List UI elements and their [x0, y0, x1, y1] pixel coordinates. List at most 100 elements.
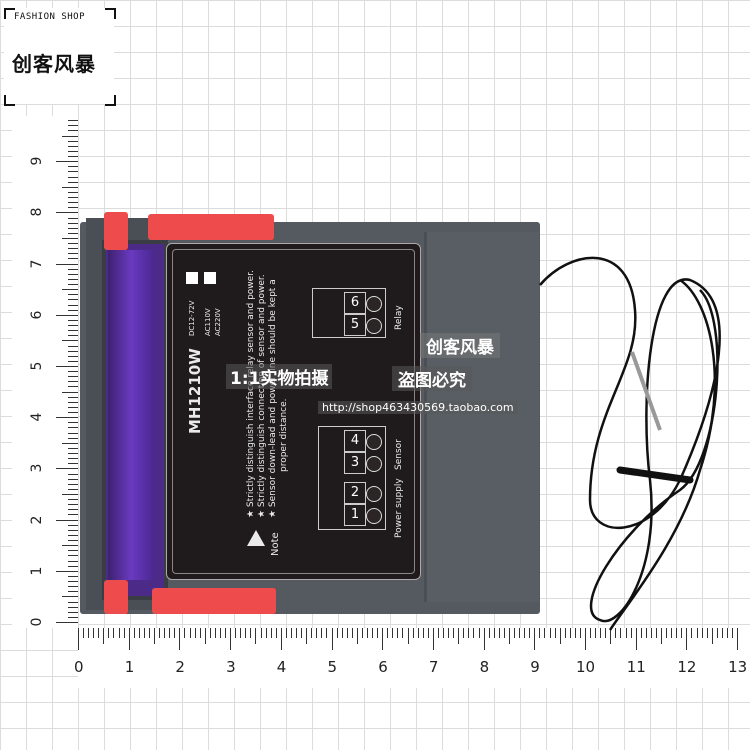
ruler-tick: [655, 628, 657, 638]
ruler-tick: [250, 628, 252, 638]
terminal-5: 5: [344, 314, 366, 336]
ruler-tick: [68, 499, 78, 501]
ruler-tick: [62, 596, 78, 598]
ruler-tick: [194, 628, 196, 638]
clip-top-left: [104, 212, 128, 250]
ruler-tick: [68, 453, 78, 455]
ruler-tick: [68, 483, 78, 485]
ruler-tick: [68, 140, 78, 142]
ruler-tick: [68, 345, 78, 347]
ruler-tick: [68, 427, 78, 429]
ruler-tick: [133, 628, 135, 638]
ruler-tick: [615, 628, 617, 638]
note-line-3: ★ Sensor down-lead and power line should…: [268, 279, 278, 518]
ruler-tick: [483, 628, 485, 650]
ruler-tick: [686, 628, 688, 650]
ruler-tick: [68, 253, 78, 255]
ruler-tick: [62, 442, 78, 444]
ruler-tick: [123, 628, 125, 638]
ruler-label: 6: [29, 310, 45, 320]
ruler-tick: [437, 628, 439, 638]
ruler-tick: [564, 628, 566, 638]
note-line-1: ★ Strictly distinguish interface relay s…: [246, 270, 256, 518]
logo-corner-br: [105, 95, 116, 106]
screw-1: [366, 508, 382, 524]
ruler-tick: [493, 628, 495, 638]
ruler-tick: [402, 628, 404, 638]
ruler-tick: [68, 458, 78, 460]
ruler-tick: [103, 628, 105, 644]
ruler-tick: [448, 628, 450, 638]
ruler-tick: [56, 468, 78, 470]
ruler-tick: [68, 248, 78, 250]
relay-label: Relay: [394, 305, 404, 330]
ruler-tick: [88, 628, 90, 638]
ruler-tick: [68, 560, 78, 562]
ruler-tick: [68, 488, 78, 490]
ruler-tick: [296, 628, 297, 638]
ruler-tick: [148, 628, 150, 638]
ruler-tick: [620, 628, 622, 638]
ruler-tick: [209, 628, 211, 638]
sensor-power-terminal-block: [318, 426, 386, 530]
ruler-tick: [387, 628, 389, 638]
ruler-tick: [351, 628, 353, 638]
ruler-tick: [341, 628, 343, 638]
ruler-tick: [68, 202, 78, 204]
ruler-tick: [630, 628, 632, 638]
logo-brand-text: 创客风暴: [12, 52, 96, 76]
clip-bottom-left: [104, 580, 128, 614]
ruler-tick: [524, 628, 526, 638]
ruler-tick: [422, 628, 424, 638]
ruler-tick: [68, 278, 78, 280]
ruler-tick: [235, 628, 237, 638]
ruler-tick: [143, 628, 145, 638]
ruler-label: 4: [276, 658, 287, 676]
ruler-tick: [443, 628, 445, 638]
ruler-tick: [559, 628, 561, 644]
ruler-tick: [372, 628, 374, 638]
terminal-3: 3: [344, 452, 366, 474]
model-number: MH1210W: [186, 348, 204, 434]
ruler-tick: [68, 150, 78, 152]
ruler-tick: [68, 437, 78, 439]
ruler-tick: [595, 628, 597, 638]
ruler-tick: [68, 406, 78, 408]
ruler-tick: [138, 628, 140, 638]
ruler-label: 5: [29, 361, 45, 371]
ruler-tick: [68, 371, 78, 373]
ruler-tick: [68, 130, 78, 132]
ruler-tick: [62, 135, 78, 137]
power-ac220: AC220V: [214, 308, 222, 336]
ruler-tick: [539, 628, 541, 638]
ruler-tick: [514, 628, 516, 638]
ruler-tick: [721, 628, 723, 638]
ruler-tick: [676, 628, 678, 638]
ruler-tick: [544, 628, 546, 638]
ruler-tick: [62, 545, 78, 547]
ruler-tick: [68, 396, 78, 398]
ruler-tick: [62, 391, 78, 393]
ruler-tick: [174, 628, 176, 638]
ruler-tick: [661, 628, 663, 644]
ruler-tick: [716, 628, 718, 638]
ruler-tick: [68, 504, 78, 506]
ruler-tick: [68, 586, 78, 588]
ruler-tick: [549, 628, 551, 638]
ruler-tick: [432, 628, 434, 650]
sensor-label: Sensor: [394, 439, 404, 470]
ruler-tick: [68, 207, 78, 209]
ruler-tick: [68, 284, 78, 286]
ruler-tick: [68, 268, 78, 270]
note-title: Note: [270, 532, 281, 556]
ruler-tick: [68, 176, 78, 178]
ruler-tick: [68, 401, 78, 403]
screw-4: [366, 434, 382, 450]
ruler-tick: [68, 273, 78, 275]
ruler-tick: [68, 350, 78, 352]
ruler-tick: [696, 628, 698, 638]
ruler-tick: [62, 340, 78, 342]
ruler-tick: [68, 156, 78, 158]
ruler-tick: [453, 628, 455, 638]
